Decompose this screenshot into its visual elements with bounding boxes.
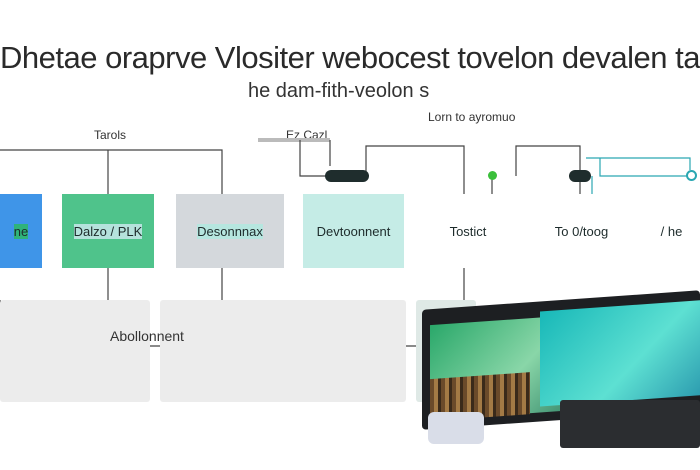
process-box-3: Desonnnax xyxy=(176,194,284,268)
process-box-label: / he xyxy=(660,223,683,239)
diagram-title: Dhetae oraprve Vlositer webocest tovelon… xyxy=(0,40,700,75)
top-right-label: Lorn to ayromuo xyxy=(428,110,516,124)
teal-node-dot xyxy=(686,170,697,181)
lower-panel-left xyxy=(0,300,150,402)
line-right-a xyxy=(515,145,581,176)
panel-label: Abollonnent xyxy=(110,328,184,344)
label-tarois: Tarols xyxy=(94,128,127,142)
process-box-label: Dalzo / PLK xyxy=(73,223,143,239)
process-box-label: Devtoonnent xyxy=(316,223,391,239)
process-box-1: ne xyxy=(0,194,42,268)
screen-teal xyxy=(540,300,700,407)
process-box-label: To 0/toog xyxy=(554,223,609,239)
green-node-dot xyxy=(488,171,497,180)
teal-bracket-mid xyxy=(599,158,690,177)
process-box-2: Dalzo / PLK xyxy=(62,194,154,268)
connector-pill xyxy=(325,170,369,182)
ez-line-a xyxy=(299,140,325,177)
process-box-4: Devtoonnent xyxy=(303,194,404,268)
laptop-illustration xyxy=(560,400,700,448)
lower-panel-middle xyxy=(160,300,406,402)
connector-pill-small xyxy=(569,170,591,182)
process-box-label: Desonnnax xyxy=(197,223,263,239)
bracket-line-left xyxy=(0,149,223,194)
monitor-stand xyxy=(428,412,484,444)
process-box-6: To 0/toog xyxy=(537,194,626,268)
line-to-tostict xyxy=(365,145,465,194)
process-box-label: ne xyxy=(13,223,29,239)
diagram-subtitle: he dam-fith-veolon s xyxy=(248,80,430,102)
process-box-5: Tostict xyxy=(417,194,519,268)
process-box-label: Tostict xyxy=(449,223,487,239)
teal-bracket-top xyxy=(586,157,691,170)
process-box-7: / he xyxy=(643,194,700,268)
